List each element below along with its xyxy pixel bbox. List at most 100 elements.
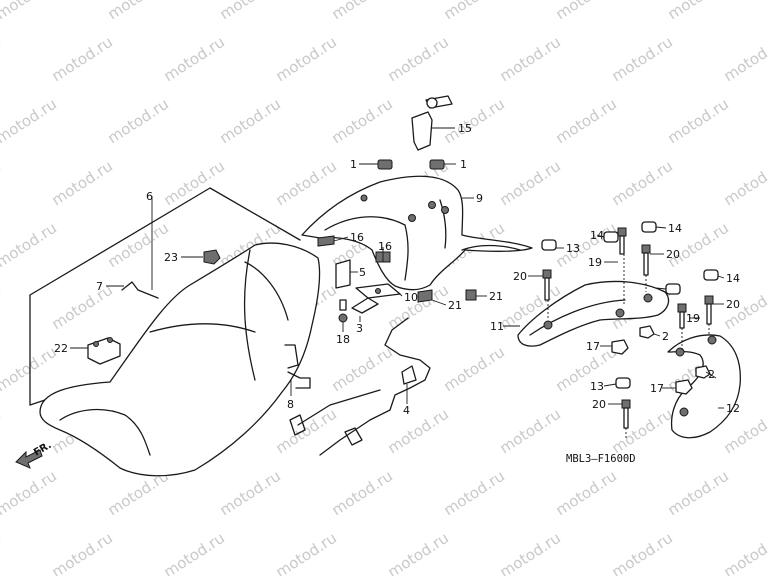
grab-rail-11-shape <box>517 280 670 347</box>
watermark-text: motod.ru <box>272 405 340 458</box>
callout-3: 3 <box>356 322 363 335</box>
watermark-text: motod.ru <box>720 157 768 210</box>
grab-rail-11-edge <box>529 299 626 336</box>
watermark-text: motod.ru <box>608 529 676 576</box>
callout-13-top: 13 <box>566 242 580 255</box>
callout-14-c: 14 <box>726 272 740 285</box>
cable-branch <box>297 389 381 426</box>
callout-23: 23 <box>164 251 178 264</box>
watermark-text: motod.ru <box>608 33 676 86</box>
bracket-22-hole-2 <box>107 337 113 343</box>
bracket-part-5 <box>335 259 351 289</box>
cap-14-c <box>665 283 681 295</box>
watermark-text: motod.ru <box>440 343 508 396</box>
cowl-hole-4 <box>360 194 368 202</box>
watermark-text: motod.ru <box>0 219 60 272</box>
watermark-text: motod.ru <box>272 529 340 576</box>
watermark-text: motod.ru <box>48 529 116 576</box>
watermark-text: motod.ru <box>0 157 4 210</box>
callout-7: 7 <box>96 280 103 293</box>
clip-21-right <box>465 289 477 301</box>
watermark-text: motod.ru <box>496 157 564 210</box>
watermark-text: motod.ru <box>160 33 228 86</box>
cowl-hole-1 <box>408 214 416 222</box>
callout-13-bottom: 13 <box>590 380 604 393</box>
watermark-text: motod.ru <box>552 0 620 23</box>
cowl-inner-edge <box>324 216 409 281</box>
seat-outline-top <box>29 187 301 296</box>
grab-rail-part-11 <box>517 280 670 347</box>
cable-adjuster <box>401 365 417 385</box>
bracket-22-shape <box>87 337 121 365</box>
callout-14-a: 14 <box>590 229 604 242</box>
watermark-text: motod.ru <box>552 95 620 148</box>
callout-17-a: 17 <box>586 340 600 353</box>
watermark-text: motod.ru <box>664 0 732 23</box>
seat-front-lip <box>59 408 151 456</box>
callout-21-left: 21 <box>448 299 462 312</box>
callout-2-a: 2 <box>662 330 669 343</box>
bolt-20-a <box>542 269 552 301</box>
watermark-text: motod.ru <box>328 0 396 23</box>
watermark-text: motod.ru <box>272 157 340 210</box>
bolt-20-b <box>641 244 651 276</box>
callout-15: 15 <box>458 122 472 135</box>
nut-17-a <box>611 339 629 355</box>
grab-rail-12-hole-2 <box>707 335 717 345</box>
callout-12: 12 <box>726 402 740 415</box>
cowl-hole-3 <box>441 206 449 214</box>
hook-part-7 <box>121 281 159 299</box>
callout-16-left: 16 <box>350 231 364 244</box>
callout-21-right: 21 <box>489 290 503 303</box>
watermark-text: motod.ru <box>216 95 284 148</box>
callout-5: 5 <box>359 266 366 279</box>
watermark-text: motod.ru <box>384 529 452 576</box>
callout-9: 9 <box>476 192 483 205</box>
cable-path <box>319 317 431 456</box>
screw-18-washer <box>338 313 348 323</box>
screw-18-head <box>339 299 347 311</box>
watermark-text: motod.ru <box>0 33 4 86</box>
callout-19-a: 19 <box>588 256 602 269</box>
nut-23-shape <box>203 249 221 265</box>
watermark-text: motod.ru <box>440 467 508 520</box>
grommet-1b-shape <box>429 159 445 170</box>
cowl-body <box>301 175 533 291</box>
front-arrow-icon <box>15 449 43 469</box>
plate-10-hole <box>375 288 381 294</box>
watermark-text: motod.ru <box>496 405 564 458</box>
watermark-text: motod.ru <box>664 467 732 520</box>
grab-rail-11-hole-2 <box>615 308 625 318</box>
cap-14-a <box>603 231 619 243</box>
callout-4: 4 <box>403 404 410 417</box>
watermark-text: motod.ru <box>384 405 452 458</box>
screw-part-18 <box>338 299 348 323</box>
seat-hook <box>284 344 299 369</box>
watermark-text: motod.ru <box>0 0 60 23</box>
seat-divider <box>149 323 256 333</box>
watermark-text: motod.ru <box>48 281 116 334</box>
nut-17-b <box>675 379 693 395</box>
callout-11: 11 <box>490 320 504 333</box>
grab-rail-12-hole-3 <box>679 407 689 417</box>
nut-part-23 <box>203 249 221 265</box>
watermark-text: motod.ru <box>48 157 116 210</box>
hook-part-8 <box>287 371 311 389</box>
watermark-text: motod.ru <box>160 529 228 576</box>
rear-cowl <box>301 175 533 291</box>
seat <box>29 187 321 477</box>
clip-21-left <box>417 289 433 303</box>
grommet-part-1-right <box>429 159 445 170</box>
watermark-text: motod.ru <box>0 95 60 148</box>
watermark-text: motod.ru <box>0 467 60 520</box>
callout-20-a: 20 <box>513 270 527 283</box>
leader-lines <box>70 127 725 438</box>
spacer-2-b <box>695 365 711 379</box>
watermark-text: motod.ru <box>104 95 172 148</box>
cowl-hole-2 <box>428 201 436 209</box>
bolt-19-a <box>617 227 627 255</box>
cap-13-a <box>541 239 557 251</box>
callout-8: 8 <box>287 398 294 411</box>
